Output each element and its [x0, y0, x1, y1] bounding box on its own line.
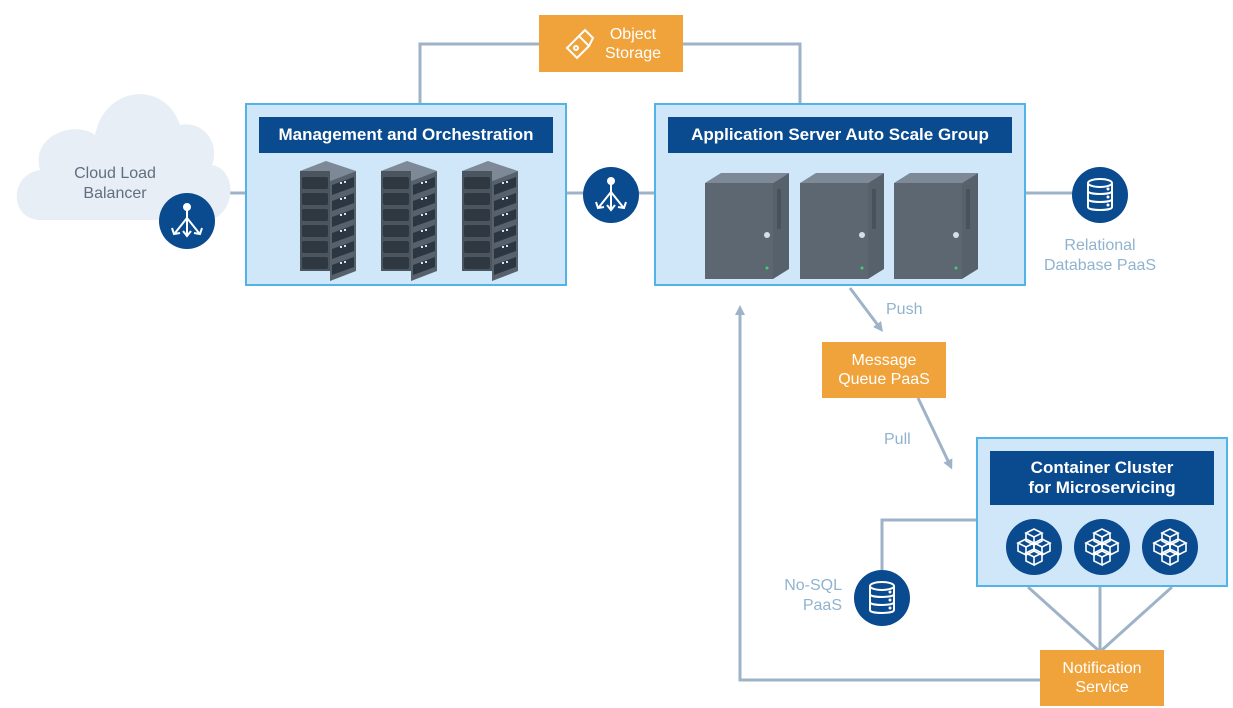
app-server-title: Application Server Auto Scale Group: [668, 117, 1012, 153]
management-title: Management and Orchestration: [259, 117, 553, 153]
database-icon: [1087, 178, 1113, 211]
message-queue-label-1: Message: [851, 352, 917, 369]
notification-label-1: Notification: [1062, 660, 1142, 677]
object-storage-label-1: Object: [609, 25, 657, 43]
object-storage-box: Object Storage: [539, 15, 683, 72]
line-cluster-notification-right: [1100, 585, 1174, 652]
line-notification-appserver: [735, 305, 1040, 682]
container-cubes-icon: [1073, 518, 1131, 576]
pull-label: Pull: [884, 431, 911, 448]
management-servers: [300, 161, 518, 281]
app-server-panel: Application Server Auto Scale Group: [654, 103, 1026, 286]
container-icons: [1005, 518, 1199, 576]
cloud-load-balancer-icon: [159, 193, 215, 249]
object-storage-label-2: Storage: [604, 44, 662, 62]
message-queue-box: Message Queue PaaS: [822, 342, 946, 398]
nosql-db-icon: [854, 570, 910, 626]
pull-arrow: [916, 397, 953, 470]
relational-db-label: Relational Database PaaS: [1043, 237, 1157, 274]
tower-server-icon: [894, 173, 978, 279]
notification-label-2: Service: [1075, 679, 1129, 696]
internal-load-balancer-icon: [583, 167, 639, 223]
notification-service-box: Notification Service: [1040, 650, 1164, 706]
tower-server-icon: [705, 173, 789, 279]
container-cluster-title: Container Cluster for Microservicing: [990, 451, 1214, 505]
push-arrow: [848, 287, 883, 332]
cloud-load-balancer-label: Cloud Load Balancer: [74, 165, 156, 202]
line-storage-appserver: [682, 42, 802, 103]
nosql-label: No-SQL PaaS: [784, 577, 842, 614]
management-panel: Management and Orchestration: [245, 103, 567, 286]
database-icon: [869, 581, 895, 614]
line-storage-management: [418, 42, 540, 103]
rack-server-icon: [381, 161, 437, 281]
message-queue-label-2: Queue PaaS: [838, 371, 930, 388]
line-cluster-nosql: [880, 518, 977, 572]
app-servers: [705, 173, 978, 279]
relational-db-icon: [1072, 167, 1128, 223]
tower-server-icon: [800, 173, 884, 279]
load-balancer-icon: [595, 177, 627, 212]
container-cubes-icon: [1141, 518, 1199, 576]
rack-server-icon: [300, 161, 356, 281]
line-cluster-notification-left: [1026, 585, 1100, 652]
rack-server-icon: [462, 161, 518, 281]
container-cluster-panel: Container Cluster for Microservicing: [976, 437, 1228, 587]
storage-key-icon: [565, 28, 595, 59]
push-label: Push: [886, 301, 923, 318]
load-balancer-icon: [171, 203, 203, 238]
container-cubes-icon: [1005, 518, 1063, 576]
